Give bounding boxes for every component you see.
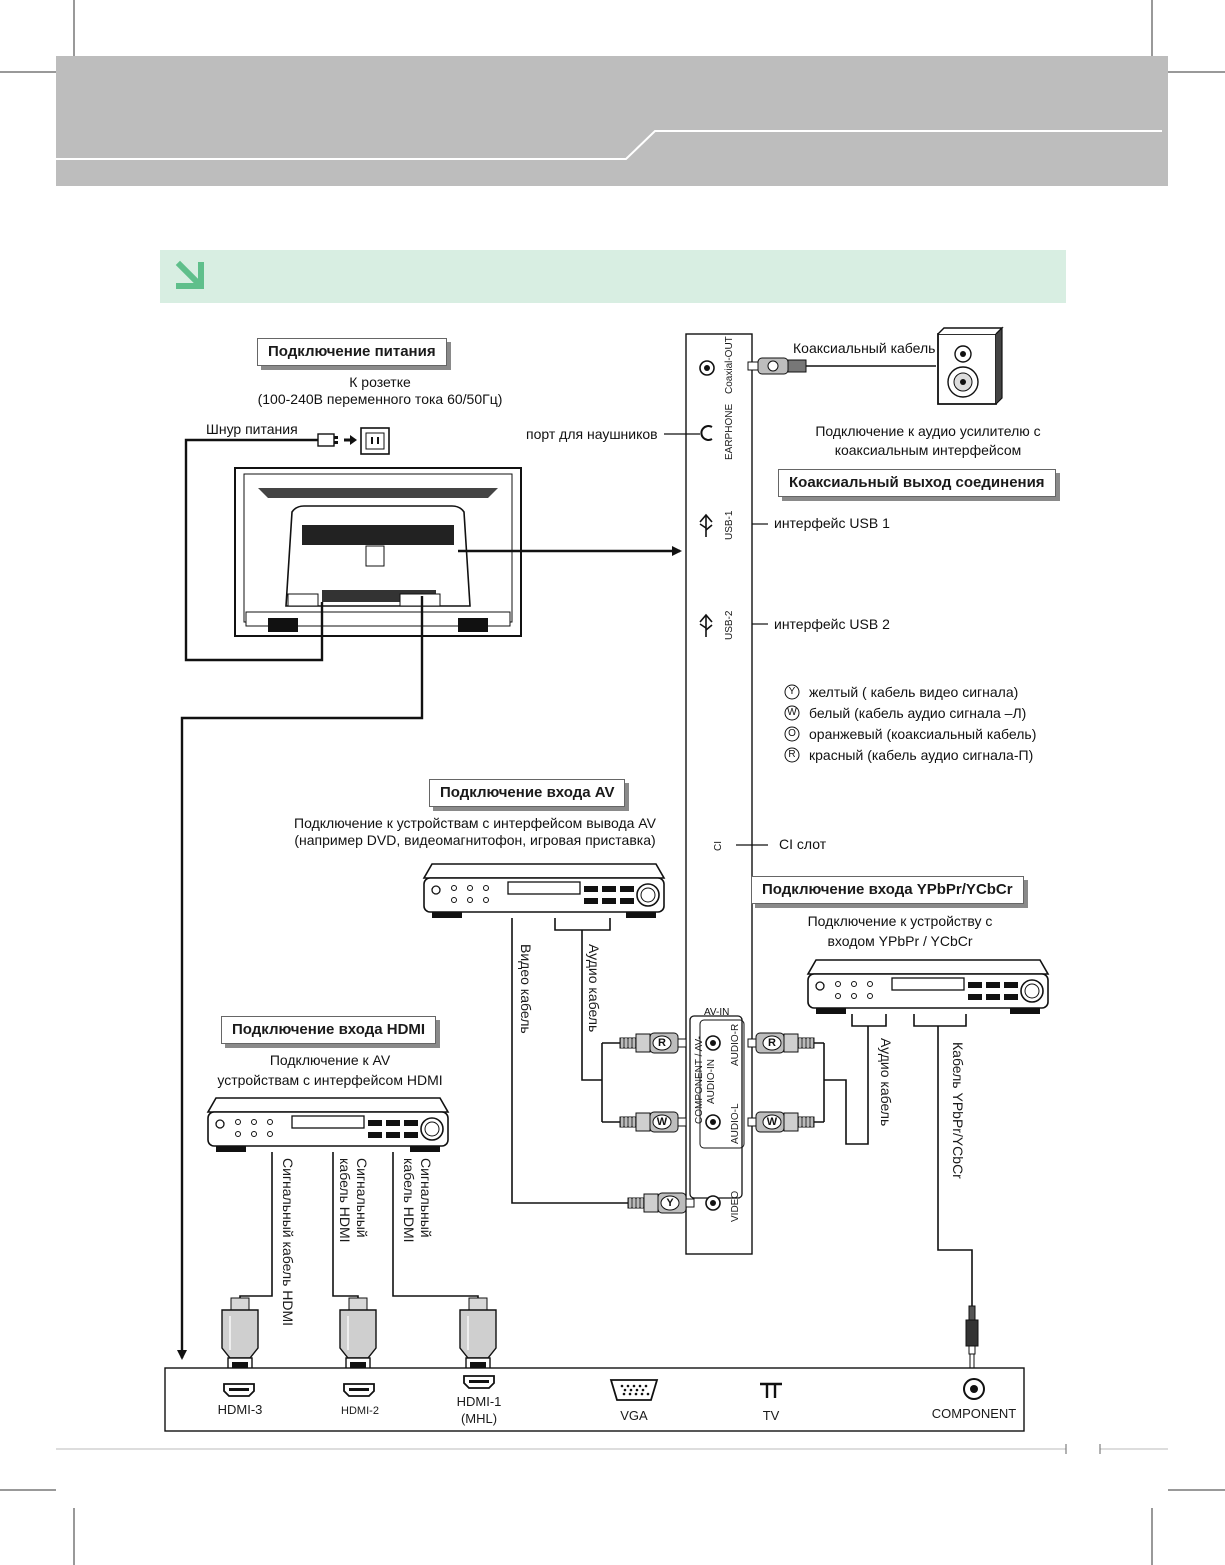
ypbpr-audio-cable-label: Аудио кабель	[878, 1038, 894, 1127]
amp-desc-line2: коаксиальным интерфейсом	[834, 442, 1022, 458]
power-title: Подключение питания	[257, 338, 447, 366]
component-av-label: COMPONENT / AV-	[694, 1036, 705, 1124]
coaxial-plug	[747, 357, 807, 375]
rca-plug-r-left	[619, 1032, 687, 1054]
legend-circles	[784, 684, 800, 763]
ypbpr-player	[807, 959, 1049, 1015]
usb1-desc: интерфейс USB 1	[774, 515, 890, 531]
audio-l-jack	[705, 1114, 721, 1130]
plug-letter-y: Y	[666, 1197, 674, 1209]
hdmi1-mhl-label: (MHL)	[460, 1411, 498, 1426]
power-plug-icon	[310, 427, 390, 455]
usb1-port-label: USB-1	[724, 510, 735, 540]
audio-l-port-label: AUDIO-L	[730, 1103, 741, 1144]
coaxial-port-label: Coaxial-OUT	[724, 336, 735, 394]
header-band	[56, 56, 1168, 186]
legend-letter-w: W	[787, 707, 797, 718]
legend-text-y: желтый ( кабель видео сигнала)	[809, 684, 1019, 700]
audio-in-label: AUDIO-IN	[706, 1059, 717, 1104]
component-label: COMPONENT	[931, 1406, 1017, 1421]
plug-letter-r-right: R	[768, 1037, 776, 1049]
hdmi-desc-line2: устройствам с интерфейсом HDMI	[217, 1072, 443, 1088]
coaxial-cable-label: Коаксиальный кабель	[793, 340, 936, 356]
usb2-desc: интерфейс USB 2	[774, 616, 890, 632]
hdmi1-label: HDMI-1	[456, 1394, 502, 1409]
hdmi-cable-label-1: Сигнальный кабель HDMI	[280, 1158, 296, 1327]
hdmi-plug-3	[221, 1297, 259, 1373]
ypbpr-cable-label: Кабель YPbPr/YCbCr	[950, 1042, 966, 1179]
hdmi-cable-label-2b: кабель HDMI	[337, 1158, 353, 1243]
outlet-label: К розетке	[349, 374, 411, 390]
component-plug	[965, 1305, 979, 1371]
av-video-cable-label: Видео кабель	[518, 944, 534, 1034]
power-cord	[184, 438, 324, 662]
ci-slot-desc: CI слот	[779, 836, 827, 852]
legend-letter-o: O	[788, 728, 796, 739]
bottom-panel	[164, 1367, 1025, 1432]
legend-letter-y: Y	[788, 686, 796, 697]
hdmi3-label: HDMI-3	[217, 1402, 263, 1417]
ypbpr-desc-line1: Подключение к устройству с	[807, 913, 993, 929]
rca-plug-w-right	[747, 1111, 815, 1133]
hdmi-player	[207, 1097, 449, 1153]
usb2-port-label: USB-2	[724, 610, 735, 640]
side-panel	[685, 333, 753, 1255]
legend-text-o: оранжевый (коаксиальный кабель)	[809, 726, 1037, 742]
hdmi-cable-label-2a: Сигнальный	[354, 1158, 370, 1238]
hdmi-cable-label-3a: Сигнальный	[418, 1158, 434, 1238]
earphone-icon	[700, 425, 713, 441]
audio-r-jack	[705, 1035, 721, 1051]
hdmi-port-icon-3	[223, 1383, 255, 1397]
rca-plug-y	[627, 1192, 695, 1214]
component-port-icon	[963, 1378, 985, 1400]
av-in-label: AV-IN	[704, 1007, 730, 1018]
hdmi-title: Подключение входа HDMI	[221, 1016, 437, 1044]
legend-text-r: красный (кабель аудио сигнала-П)	[809, 747, 1034, 763]
ypbpr-desc-line2: входом YPbPr / YCbCr	[827, 933, 973, 949]
amp-desc-line1: Подключение к аудио усилителю с	[815, 423, 1041, 439]
video-jack	[705, 1195, 721, 1211]
vga-port-icon	[609, 1379, 659, 1401]
vga-label: VGA	[620, 1408, 648, 1423]
av-player	[423, 863, 665, 919]
usb1-icon	[699, 513, 713, 537]
hdmi-port-icon-1	[463, 1375, 495, 1389]
tv-label: TV	[762, 1408, 780, 1423]
rca-plug-r-right	[747, 1032, 815, 1054]
coaxial-jack	[699, 360, 715, 376]
outlet-voltage-label: (100-240В переменного тока 60/50Гц)	[257, 391, 503, 407]
coaxial-output-title: Коаксиальный выход соединения	[778, 469, 1056, 497]
earphone-port-desc: порт для наушников	[526, 426, 658, 442]
video-port-label: VIDEO	[730, 1190, 741, 1222]
hdmi-cable-label-3b: кабель HDMI	[401, 1158, 417, 1243]
legend-letter-r: R	[788, 749, 796, 760]
plug-letter-w-right: W	[766, 1116, 778, 1128]
legend-text-w: белый (кабель аудио сигнала –Л)	[809, 705, 1027, 721]
earphone-port-label: EARPHONE	[724, 403, 735, 460]
power-cord-label: Шнур питания	[206, 421, 298, 437]
av-audio-cable-label: Аудио кабель	[586, 944, 602, 1033]
av-title: Подключение входа AV	[429, 779, 626, 807]
usb2-icon	[699, 613, 713, 637]
hdmi-port-icon-2	[343, 1383, 375, 1397]
ypbpr-title: Подключение входа YPbPr/YCbCr	[751, 876, 1024, 904]
antenna-icon	[760, 1382, 782, 1398]
av-cables	[511, 918, 628, 1204]
hdmi2-label: HDMI-2	[341, 1405, 379, 1417]
audio-r-port-label: AUDIO-R	[730, 1023, 741, 1066]
speaker-icon	[937, 326, 1004, 405]
section-bar	[160, 250, 1066, 303]
hdmi-desc-line1: Подключение к AV	[269, 1052, 391, 1068]
rca-plug-w-left	[619, 1111, 687, 1133]
av-desc-line1: Подключение к устройствам с интерфейсом …	[294, 815, 656, 831]
arrow-down-right-icon	[175, 260, 204, 289]
av-desc-line2: (например DVD, видеомагнитофон, игровая …	[294, 832, 656, 848]
ci-port-label: CI	[713, 841, 724, 851]
hdmi-plug-2	[339, 1297, 377, 1373]
plug-letter-w-left: W	[656, 1116, 668, 1128]
hdmi-plug-1	[459, 1297, 497, 1373]
plug-letter-r-left: R	[658, 1037, 666, 1049]
